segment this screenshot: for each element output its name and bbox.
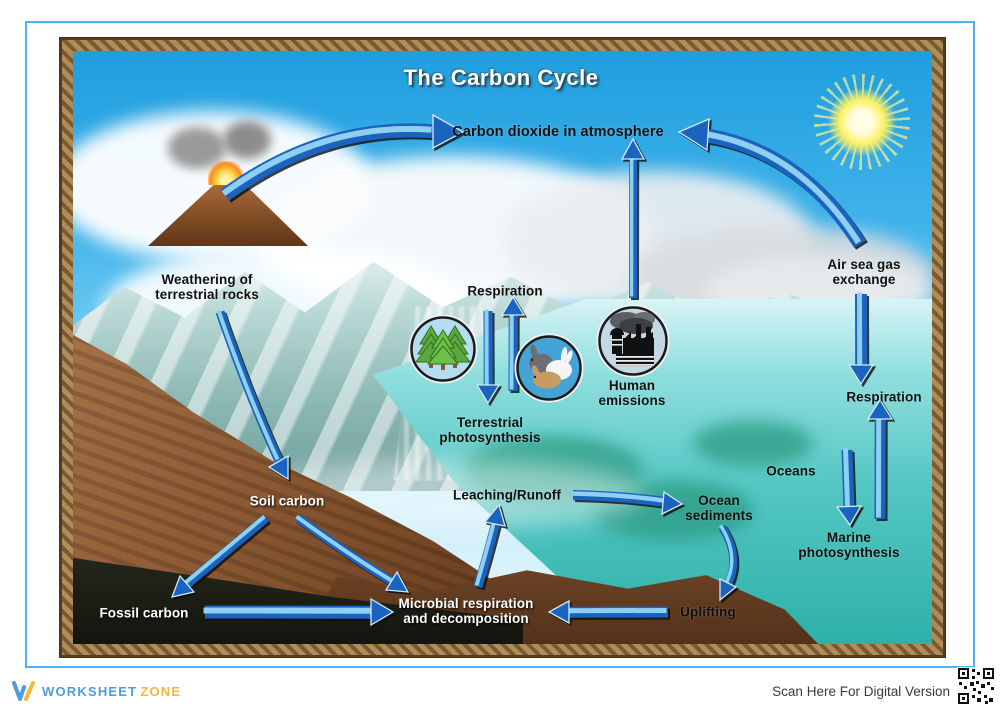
label-carbon-dioxide-atmosphere: Carbon dioxide in atmosphere <box>452 123 664 140</box>
arrow-airsea-to-atmosphere <box>677 117 866 248</box>
label-human-line1: Human <box>608 377 656 393</box>
label-terrestrial-line2: photosynthesis <box>439 430 541 445</box>
label-sediments-line1: Ocean <box>698 492 740 508</box>
label-microbial-line1: Microbial respiration <box>398 595 534 611</box>
arrow-respiration-up <box>500 295 526 392</box>
diagram-title: The Carbon Cycle <box>403 65 599 90</box>
arrow-uplifting-to-microbial <box>547 599 669 625</box>
label-respiration-ocean: Respiration <box>846 389 922 405</box>
arrow-volcano-to-atmosphere <box>220 113 465 201</box>
qr-code-icon <box>957 667 995 705</box>
worksheetzone-logo-icon <box>12 681 35 701</box>
arrow-leaching-to-sediments <box>571 490 684 516</box>
label-leaching-runoff: Leaching/Runoff <box>453 487 561 503</box>
label-oceans: Oceans <box>766 463 816 479</box>
brand-zone: ZONE <box>140 683 182 699</box>
factory-icon <box>596 304 670 378</box>
arrow-airsea-down <box>847 292 875 386</box>
label-microbial-respiration: Microbial respiration and decomposition <box>399 596 534 626</box>
label-weathering-line2: terrestrial rocks <box>155 287 259 302</box>
trees-icon <box>408 314 478 384</box>
label-uplifting: Uplifting <box>680 604 736 620</box>
sun-icon <box>814 74 910 170</box>
label-ocean-sediments: Ocean sediments <box>685 493 753 523</box>
arrow-microbial-to-leaching <box>473 503 506 589</box>
arrow-sediments-to-uplifting <box>718 524 738 602</box>
label-human-line2: emissions <box>598 393 666 408</box>
label-marine-line2: photosynthesis <box>798 545 900 560</box>
carbon-cycle-illustration: The Carbon Cycle Carbon dioxide in atmos… <box>73 51 932 644</box>
label-respiration-land: Respiration <box>467 283 543 299</box>
arrow-human-emissions-up <box>620 137 646 299</box>
label-marine-photosynthesis: Marine photosynthesis <box>798 530 899 560</box>
arrow-oceans-to-marine-down <box>835 448 863 527</box>
arrow-photosynthesis-down <box>475 309 501 405</box>
label-microbial-line2: and decomposition <box>403 611 529 626</box>
volcano-smoke <box>223 121 271 159</box>
arrow-fossil-to-microbial <box>203 597 395 627</box>
label-human-emissions: Human emissions <box>599 378 666 408</box>
animals-icon <box>514 333 584 403</box>
label-airsea-line2: exchange <box>832 272 896 287</box>
page-border <box>25 21 975 668</box>
arrow-marine-respiration-up <box>866 398 894 520</box>
arrow-weathering-to-soil <box>215 309 289 481</box>
label-marine-line1: Marine <box>826 529 872 545</box>
label-soil-carbon: Soil carbon <box>249 493 325 509</box>
label-terrestrial-photosynthesis: Terrestrial photosynthesis <box>439 415 540 445</box>
picture-frame: The Carbon Cycle Carbon dioxide in atmos… <box>60 38 945 657</box>
label-terrestrial-line1: Terrestrial <box>456 414 524 430</box>
coastal-vegetation <box>693 421 813 466</box>
label-weathering-line1: Weathering of <box>161 271 253 287</box>
label-weathering: Weathering of terrestrial rocks <box>155 272 259 302</box>
scan-instruction: Scan Here For Digital Version <box>772 684 950 699</box>
label-sediments-line2: sediments <box>685 508 753 523</box>
label-fossil-carbon: Fossil carbon <box>99 605 189 621</box>
arrow-soil-to-fossil <box>170 514 269 598</box>
label-air-sea-gas-exchange: Air sea gas exchange <box>827 257 900 287</box>
brand-worksheet: WORKSHEET <box>42 683 138 699</box>
arrow-soil-to-microbial <box>295 514 410 593</box>
label-airsea-line1: Air sea gas <box>827 256 901 272</box>
